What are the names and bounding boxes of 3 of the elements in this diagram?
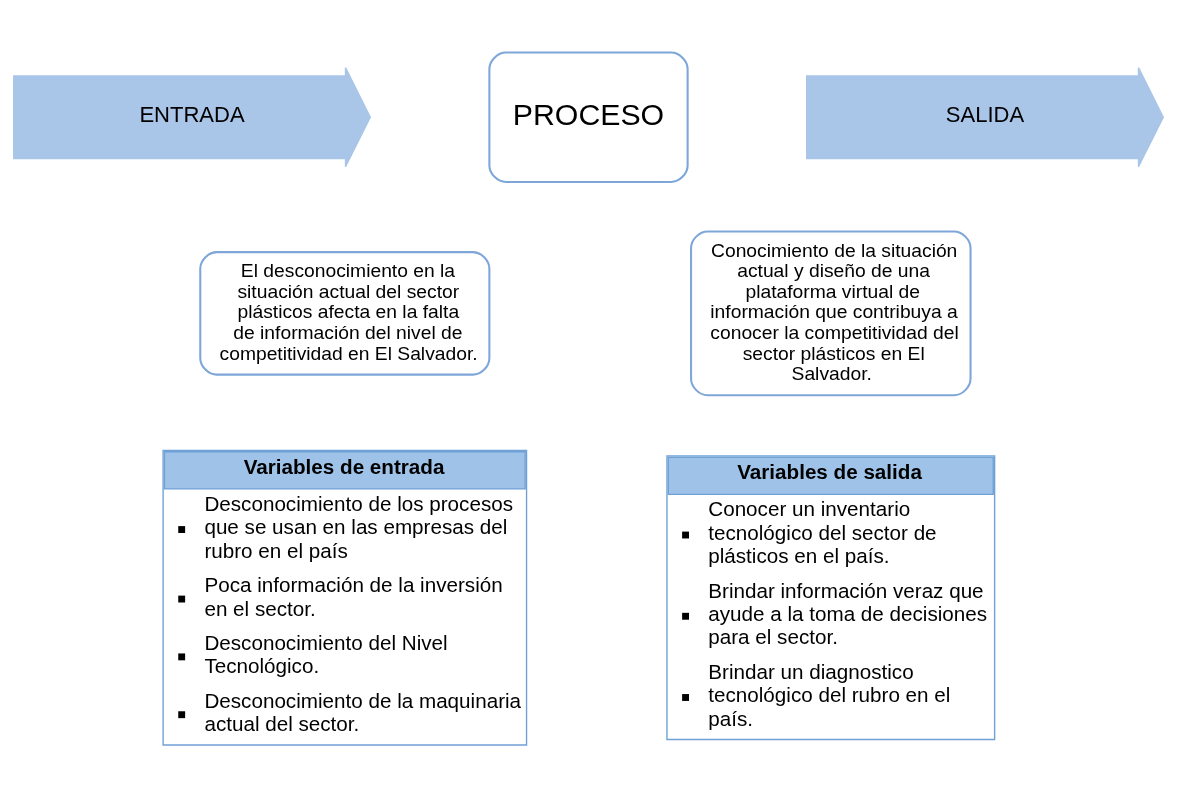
node-box: El desconocimiento en la situación actual del sector plásticos afecta en la falta de información del nivel de competitividad en El Salvador.: [199, 251, 491, 376]
node-box: Conocimiento de la situación actual y diseño de una plataforma virtual de información que contribuya a conocer la competitividad del sector plásticos en El Salvador.: [690, 230, 972, 397]
node-box: PROCESO: [488, 51, 689, 183]
